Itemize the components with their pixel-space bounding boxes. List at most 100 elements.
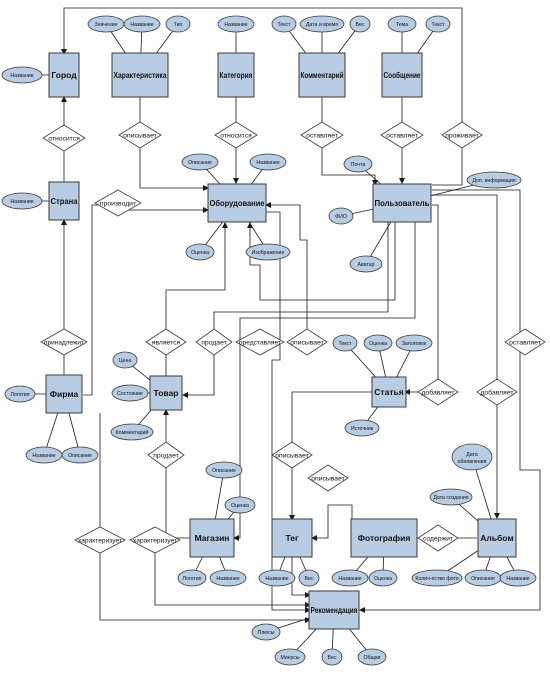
entity-box: [372, 183, 432, 223]
relationship-diamond: [286, 328, 328, 356]
attribute-ellipse: [368, 569, 398, 587]
entity-box: [371, 376, 407, 408]
attribute-label: ФИО: [335, 214, 347, 220]
relationship-label: производит: [100, 200, 136, 207]
attribute-label: Текст: [431, 22, 445, 28]
attribute-photo-rating: Оценка: [368, 569, 398, 587]
relationship-diamond: [195, 328, 233, 356]
edge-tag-equipment: [265, 202, 308, 345]
relationship-label: продает: [201, 339, 227, 346]
attribute-ellipse: [165, 15, 191, 33]
relationship-label: описывает: [123, 132, 157, 139]
attribute-art-title: Заголовок: [395, 334, 433, 352]
attribute-rec-pros: Плюсы: [251, 623, 281, 641]
entity-category: Категория: [217, 52, 255, 98]
relationship-diamond: [441, 121, 483, 149]
attribute-ellipse: [177, 569, 207, 587]
entity-comment: Комментарий: [298, 52, 346, 98]
attribute-rec-weight: Вес: [321, 648, 343, 666]
attribute-label: Название: [338, 576, 361, 582]
attribute-label: Название: [10, 199, 33, 205]
entity-label: Фотография: [358, 533, 411, 543]
attribute-label: Вес: [356, 22, 365, 28]
attribute-label: Название: [216, 576, 239, 582]
attribute-ellipse: [251, 623, 281, 641]
attribute-label: Минусы: [281, 655, 300, 661]
attribute-com-datetime: Дата и время: [299, 15, 345, 33]
attribute-char-value: Значение: [87, 15, 125, 33]
edge-firm-recommendation: [99, 413, 311, 623]
relationship-label: характеризует: [78, 537, 122, 544]
entity-label: Категория: [220, 70, 253, 80]
attribute-label: Название: [265, 576, 288, 582]
attribute-label: Дата создания: [433, 495, 468, 501]
attribute-ellipse: [331, 569, 369, 587]
entity-equipment: Оборудование: [207, 183, 267, 223]
relationship-diamond: [300, 121, 344, 149]
entity-label: Комментарий: [301, 70, 344, 80]
attribute-label: Название: [32, 453, 55, 459]
edge-user-recommendation: [359, 189, 541, 613]
entity-label: Город: [51, 70, 77, 80]
edge-tag-recommendation: [291, 557, 311, 598]
relationship-firm-recommend: характеризует: [74, 526, 126, 554]
attribute-photo-name: Название: [331, 569, 369, 587]
attribute-art-source: Источник: [344, 419, 380, 437]
attribute-ellipse: [245, 243, 291, 261]
relationship-label: описывает: [290, 339, 324, 346]
attribute-char-type: Тип: [165, 15, 191, 33]
attribute-firm-logo: Логотип: [4, 385, 36, 403]
attribute-eq-image: Изображение: [245, 243, 291, 261]
attribute-ellipse: [224, 496, 256, 514]
attribute-label: Логотип: [11, 392, 30, 398]
entity-label: Оборудование: [210, 198, 265, 208]
attribute-rec-cons: Минусы: [274, 648, 306, 666]
attribute-art-rating: Оценка: [363, 334, 393, 352]
relationship-diamond: [94, 189, 142, 217]
edge-photo-tag: [311, 504, 353, 541]
attribute-label: Оценка: [374, 576, 392, 582]
relationship-label: оставляет: [509, 339, 541, 346]
attribute-ellipse: [349, 15, 371, 33]
attribute-label: Источник: [351, 426, 374, 432]
attribute-ellipse: [205, 461, 243, 479]
attribute-label: Оценка: [231, 503, 249, 509]
entity-box: [149, 375, 183, 411]
attribute-ellipse: [111, 384, 149, 402]
attribute-label: Логотип: [183, 576, 202, 582]
attribute-shop-name: Название: [209, 569, 247, 587]
attribute-label: Название: [130, 22, 153, 28]
attribute-label: Текст: [277, 22, 291, 28]
entity-box: [111, 52, 169, 98]
entity-label: Рекомендация: [311, 605, 358, 615]
relationship-label: является: [152, 339, 181, 346]
attribute-label: Значение: [94, 22, 117, 28]
attribute-label: Название: [10, 73, 33, 79]
attribute-ellipse: [411, 569, 463, 587]
edge-firm-equipment: [83, 204, 209, 396]
attribute-rec-total: Общая: [357, 648, 387, 666]
relationship-label: относится: [48, 135, 80, 142]
edge-user-product: [182, 222, 389, 398]
entity-label: Магазин: [195, 533, 230, 543]
relationship-user-album: добавляет: [476, 378, 518, 406]
entity-box: [189, 518, 235, 558]
attribute-shop-desc: Описание: [205, 461, 243, 479]
entity-city: Город: [48, 52, 80, 98]
attribute-ellipse: [271, 15, 297, 33]
edge-user-city: [61, 7, 463, 186]
attribute-label: Почта: [351, 162, 366, 168]
attribute-ellipse: [112, 351, 138, 369]
entity-message: Сообщение: [381, 52, 423, 98]
attribute-prod-state: Состояние: [111, 384, 149, 402]
attribute-msg-topic: Тема: [387, 15, 417, 33]
entity-article: Статья: [371, 376, 407, 408]
attribute-label: Колич-ество фото: [415, 576, 458, 582]
attribute-city-name: Название: [1, 66, 43, 84]
attribute-char-name: Название: [123, 15, 161, 33]
edge-shop-recommendation: [154, 540, 311, 608]
attribute-ellipse: [363, 334, 393, 352]
